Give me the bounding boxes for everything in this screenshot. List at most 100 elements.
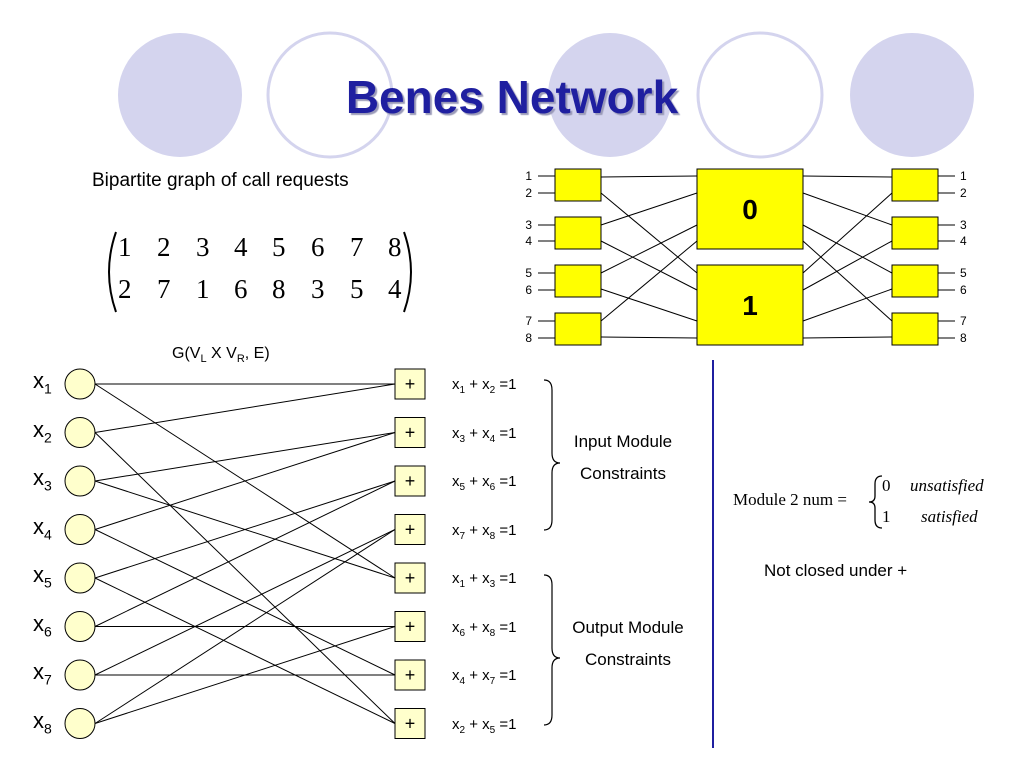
decor-circle: [548, 33, 672, 157]
constraint-node-symbol: +: [405, 374, 416, 394]
matrix-top-entry: 2: [157, 232, 171, 262]
constraint-equation: x7 + x8 =1: [452, 521, 517, 542]
input-port-label: 4: [525, 234, 532, 248]
left-node: [64, 368, 96, 400]
middle-subnetwork-label: 0: [742, 194, 758, 225]
left-node: [64, 611, 96, 642]
matrix-bottom-entry: 6: [234, 274, 248, 304]
matrix-bottom-entry: 4: [388, 274, 402, 304]
decor-circle: [118, 33, 242, 157]
left-node: [64, 417, 96, 448]
output-port-label: 4: [960, 234, 967, 248]
left-node: [64, 514, 96, 545]
input-switch: [554, 312, 602, 346]
matrix-top-entry: 1: [118, 232, 132, 262]
constraint-node: [394, 514, 426, 545]
left-node-label: x8: [33, 707, 52, 736]
constraint-node: [394, 562, 426, 594]
formula-case0-value: 0: [882, 476, 891, 495]
constraint-node: [394, 659, 426, 691]
graph-edge: [94, 432, 396, 482]
middle-subnetwork-label: 1: [742, 290, 758, 321]
graph-edge: [94, 577, 396, 724]
input-port-label: 8: [525, 331, 532, 345]
input-switch: [554, 264, 602, 298]
left-node: [64, 659, 96, 691]
middle-subnetwork: [696, 168, 804, 250]
output-port-label: 5: [960, 266, 967, 280]
output-switch: [891, 168, 939, 202]
output-port-label: 1: [960, 169, 967, 183]
constraint-node-symbol: +: [405, 568, 416, 588]
bipartite-graph: ++++++++: [64, 368, 426, 739]
input-port-label: 3: [525, 218, 532, 232]
graph-caption: Bipartite graph of call requests: [92, 170, 349, 191]
formula-case0-label: unsatisfied: [910, 476, 984, 495]
formula-case1-value: 1: [882, 507, 891, 526]
matrix-top-entry: 4: [234, 232, 248, 262]
input-switch: [554, 168, 602, 202]
graph-edges: [94, 383, 396, 724]
constraint-node: [394, 465, 426, 497]
output-port-label: 8: [960, 331, 967, 345]
closure-note: Not closed under +: [764, 561, 908, 580]
input-port-label: 5: [525, 266, 532, 280]
matrix-bottom-entry: 8: [272, 274, 286, 304]
output-constraint-label: Output Module Constraints: [572, 618, 684, 669]
decorative-circles: [118, 31, 974, 159]
graph-label: G(VL X VR, E): [172, 345, 270, 366]
constraint-node-symbol: +: [405, 714, 416, 734]
decor-circle: [850, 33, 974, 157]
matrix-top-entry: 6: [311, 232, 325, 262]
graph-edge: [94, 529, 396, 676]
input-brace: [543, 379, 561, 531]
constraint-node-symbol: +: [405, 665, 416, 685]
output-port-label: 6: [960, 283, 967, 297]
left-node: [64, 465, 96, 497]
output-switch: [891, 216, 939, 250]
constraint-equation: x1 + x3 =1: [452, 570, 517, 590]
left-node-label: x1: [33, 368, 52, 397]
left-node-label: x6: [33, 610, 52, 639]
left-node-label: x2: [33, 416, 52, 445]
constraint-equation: x5 + x6 =1: [452, 473, 517, 493]
output-port-label: 7: [960, 314, 967, 328]
matrix-top-entry: 3: [196, 232, 210, 262]
left-node: [64, 708, 96, 739]
constraint-equation: x4 + x7 =1: [452, 667, 517, 687]
matrix-top-entry: 5: [272, 232, 286, 262]
matrix-top-entry: 8: [388, 232, 402, 262]
left-node-label: x5: [33, 562, 52, 591]
input-port-label: 6: [525, 283, 532, 297]
graph-edge: [94, 383, 396, 433]
matrix-top-entry: 7: [350, 232, 364, 262]
constraint-equation: x2 + x5 =1: [452, 715, 517, 736]
matrix-bottom-entry: 5: [350, 274, 364, 304]
constraint-node: [394, 708, 426, 739]
output-brace: [543, 574, 561, 726]
formula-case1-label: satisfied: [921, 507, 978, 526]
formula-brace: [868, 475, 883, 529]
matrix-bottom-entry: 3: [311, 274, 325, 304]
constraint-node: [394, 611, 426, 642]
constraint-node-symbol: +: [405, 617, 416, 637]
input-port-label: 2: [525, 186, 532, 200]
graph-edge: [94, 480, 396, 579]
matrix-bottom-entry: 7: [157, 274, 171, 304]
output-port-label: 2: [960, 186, 967, 200]
constraint-node-symbol: +: [405, 520, 416, 540]
benes-wires: [538, 175, 955, 339]
graph-edge: [94, 383, 396, 579]
left-node-label: x7: [33, 659, 52, 688]
matrix-brackets: [108, 231, 412, 313]
output-switch: [891, 312, 939, 346]
constraint-node: [394, 417, 426, 448]
graph-edge: [94, 432, 396, 724]
left-node-label: x3: [33, 465, 52, 494]
matrix-bottom-entry: 1: [196, 274, 210, 304]
middle-subnetwork: [696, 264, 804, 346]
left-node: [64, 562, 96, 594]
constraint-braces: [543, 379, 561, 726]
constraint-node-symbol: +: [405, 471, 416, 491]
